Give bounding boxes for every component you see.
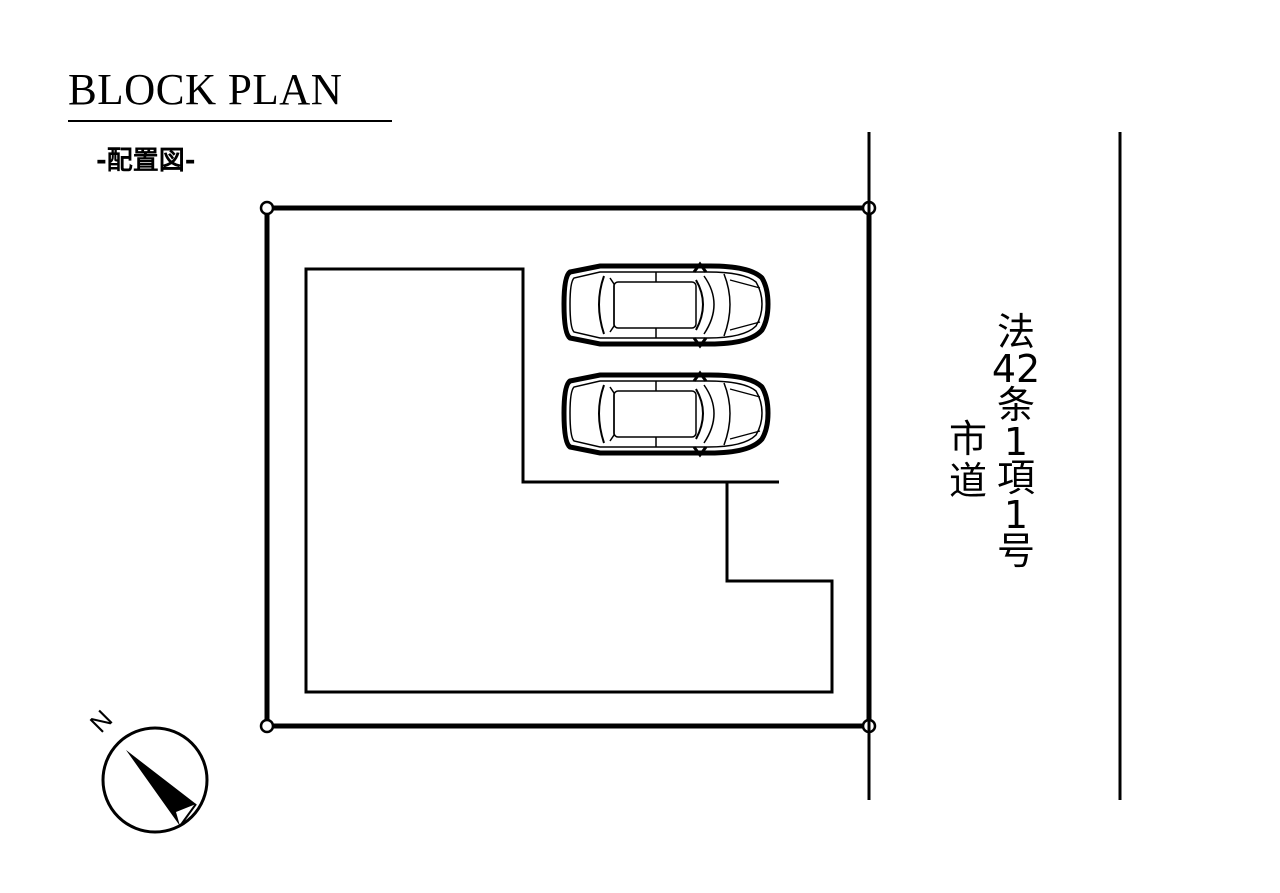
road-type-char: 条 xyxy=(996,383,1035,427)
parked-car xyxy=(564,373,768,455)
property-boundary xyxy=(264,205,872,729)
parked-car xyxy=(564,264,768,346)
building-footprint xyxy=(304,267,834,694)
road-type-char: 法 xyxy=(996,310,1035,354)
road-type-char: 1 xyxy=(1003,492,1029,537)
road-type-char: 1 xyxy=(1003,419,1029,464)
road-name-label: 市 道 xyxy=(946,420,990,504)
road-type-char: 号 xyxy=(996,529,1035,573)
boundary-marker xyxy=(259,718,275,734)
road-type-char: 42 xyxy=(991,346,1041,391)
road-type-char: 項 xyxy=(996,456,1035,500)
road-classification-label: 法 42 条 1 項 1 号 xyxy=(990,313,1042,569)
page-subtitle: -配置図- xyxy=(96,146,196,176)
road-name-char: 道 xyxy=(948,459,987,503)
north-arrow-icon xyxy=(101,726,209,834)
title-underline xyxy=(68,120,392,122)
page-title: BLOCK PLAN xyxy=(68,65,343,114)
boundary-marker xyxy=(259,200,275,216)
road-name-char: 市 xyxy=(948,417,987,461)
